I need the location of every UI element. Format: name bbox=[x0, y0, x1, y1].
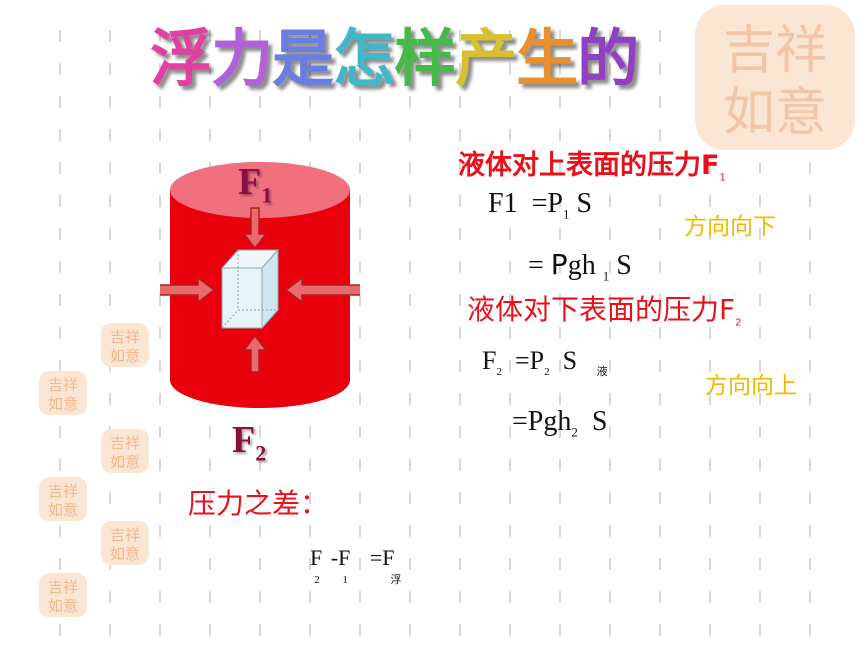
decorative-seal-small: 吉祥如意 bbox=[100, 520, 150, 570]
svg-text:吉祥: 吉祥 bbox=[110, 328, 140, 346]
title-char: 力 bbox=[211, 22, 273, 95]
svg-text:吉祥: 吉祥 bbox=[110, 526, 140, 544]
title-char: 是 bbox=[272, 22, 334, 95]
cylinder-top bbox=[170, 162, 350, 218]
svg-text:吉祥: 吉祥 bbox=[110, 434, 140, 452]
svg-text:如意: 如意 bbox=[48, 395, 78, 413]
svg-text:如意: 如意 bbox=[48, 501, 78, 519]
seal-text-2: 如意 bbox=[723, 83, 827, 143]
arrow-up bbox=[242, 334, 268, 373]
decorative-seal-large: 吉祥 如意 bbox=[690, 0, 860, 155]
cube bbox=[220, 248, 280, 330]
title-char: 浮 bbox=[150, 22, 212, 95]
title-char: 样 bbox=[394, 22, 456, 95]
title-char: 怎 bbox=[333, 22, 395, 95]
title-char: 产 bbox=[455, 22, 517, 95]
difference-equation: F2 -F1 =F浮 bbox=[310, 545, 402, 586]
direction-down: 方向向下 bbox=[684, 214, 776, 240]
svg-text:如意: 如意 bbox=[110, 347, 140, 365]
title-char: 的 bbox=[577, 22, 639, 95]
cylinder-diagram bbox=[139, 150, 366, 414]
arrow-down bbox=[242, 207, 268, 250]
svg-text:吉祥: 吉祥 bbox=[48, 376, 78, 394]
direction-up: 方向向上 bbox=[705, 373, 797, 399]
svg-text:如意: 如意 bbox=[110, 545, 140, 563]
lower-heading: 液体对下表面的压力F2 bbox=[467, 293, 742, 329]
svg-text:吉祥: 吉祥 bbox=[48, 482, 78, 500]
lower-equation-1: F2 =P2 S 液 bbox=[482, 346, 608, 379]
upper-equation-2: = Pgh 1 S bbox=[528, 248, 632, 284]
svg-text:如意: 如意 bbox=[110, 453, 140, 471]
decorative-seal-small: 吉祥如意 bbox=[38, 370, 88, 420]
title-char: 生 bbox=[516, 22, 578, 95]
upper-heading: 液体对上表面的压力F1 bbox=[458, 150, 726, 184]
difference-label: 压力之差： bbox=[188, 487, 329, 520]
seal-text-1: 吉祥 bbox=[723, 21, 827, 81]
decorative-seal-small: 吉祥如意 bbox=[38, 572, 88, 622]
svg-text:如意: 如意 bbox=[48, 597, 78, 615]
decorative-seal-small: 吉祥如意 bbox=[38, 476, 88, 526]
page-title: 浮力是怎样产生的 bbox=[150, 8, 639, 95]
decorative-seal-small: 吉祥如意 bbox=[100, 428, 150, 478]
decorative-seal-small: 吉祥如意 bbox=[100, 322, 150, 372]
label-f2: F2 bbox=[232, 419, 267, 466]
svg-text:吉祥: 吉祥 bbox=[48, 578, 78, 596]
cylinder-bottom bbox=[170, 352, 350, 408]
upper-equation-1: F1 =P1 S bbox=[488, 188, 593, 222]
lower-equation-2: =Pgh2 S bbox=[512, 406, 608, 440]
label-f1: F1 bbox=[238, 161, 273, 208]
